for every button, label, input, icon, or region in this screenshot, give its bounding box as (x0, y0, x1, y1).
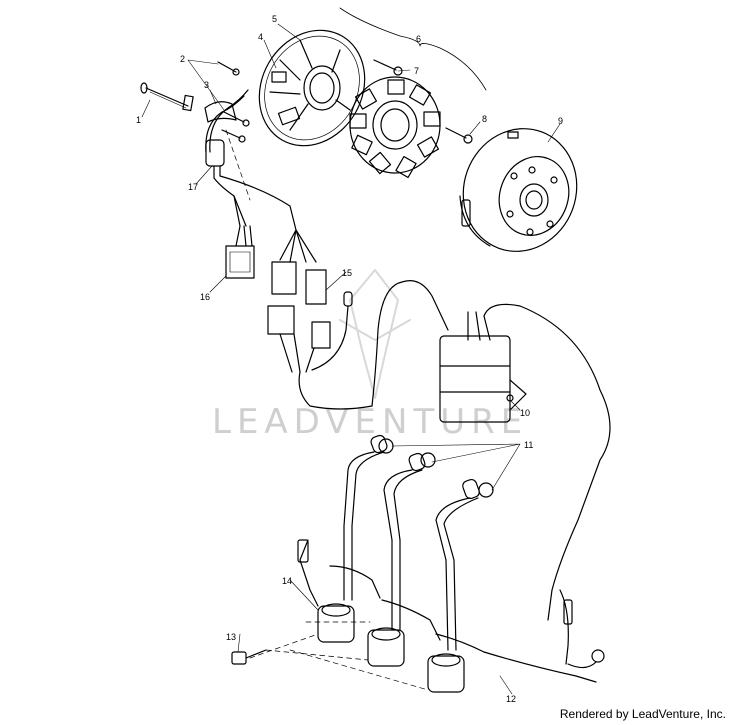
callout-5: 5 (272, 14, 277, 24)
callout-10: 10 (520, 408, 530, 418)
spark-plug-caps-part (343, 434, 494, 651)
screw-part (217, 61, 250, 143)
callout-12: 12 (506, 694, 516, 704)
callout-6-bracket (339, 7, 487, 91)
stator-coil-part (349, 76, 441, 179)
cdi-box-part (371, 280, 611, 591)
harness-part (205, 89, 297, 231)
screw-8-part (445, 127, 473, 144)
callout-2: 2 (180, 54, 185, 64)
stator-plate-part (258, 29, 366, 147)
callout-9: 9 (558, 116, 563, 126)
ignition-coils-part (297, 539, 485, 693)
screw-7-part (373, 59, 403, 76)
callout-17: 17 (188, 182, 198, 192)
callout-15: 15 (342, 268, 352, 278)
callout-14: 14 (282, 576, 292, 586)
watermark-logo (339, 269, 411, 399)
callout-3: 3 (204, 80, 209, 90)
leader-lines (225, 129, 429, 691)
connector-16-part (225, 225, 255, 279)
bolt-part (140, 82, 194, 112)
callout-11: 11 (524, 440, 533, 450)
callout-16: 16 (200, 292, 210, 302)
callout-6: 6 (416, 34, 421, 44)
flywheel-part (459, 128, 578, 252)
callout-leaders (141, 23, 561, 695)
connectors-15-part (267, 229, 373, 410)
callout-13: 13 (226, 632, 236, 642)
callout-7: 7 (414, 66, 419, 76)
callout-8: 8 (482, 114, 487, 124)
callout-4: 4 (258, 32, 263, 42)
ground-harness-part (483, 589, 605, 683)
callout-1: 1 (136, 115, 141, 125)
credit-text: Rendered by LeadVenture, Inc. (559, 707, 726, 721)
screw-13-part (231, 649, 267, 665)
